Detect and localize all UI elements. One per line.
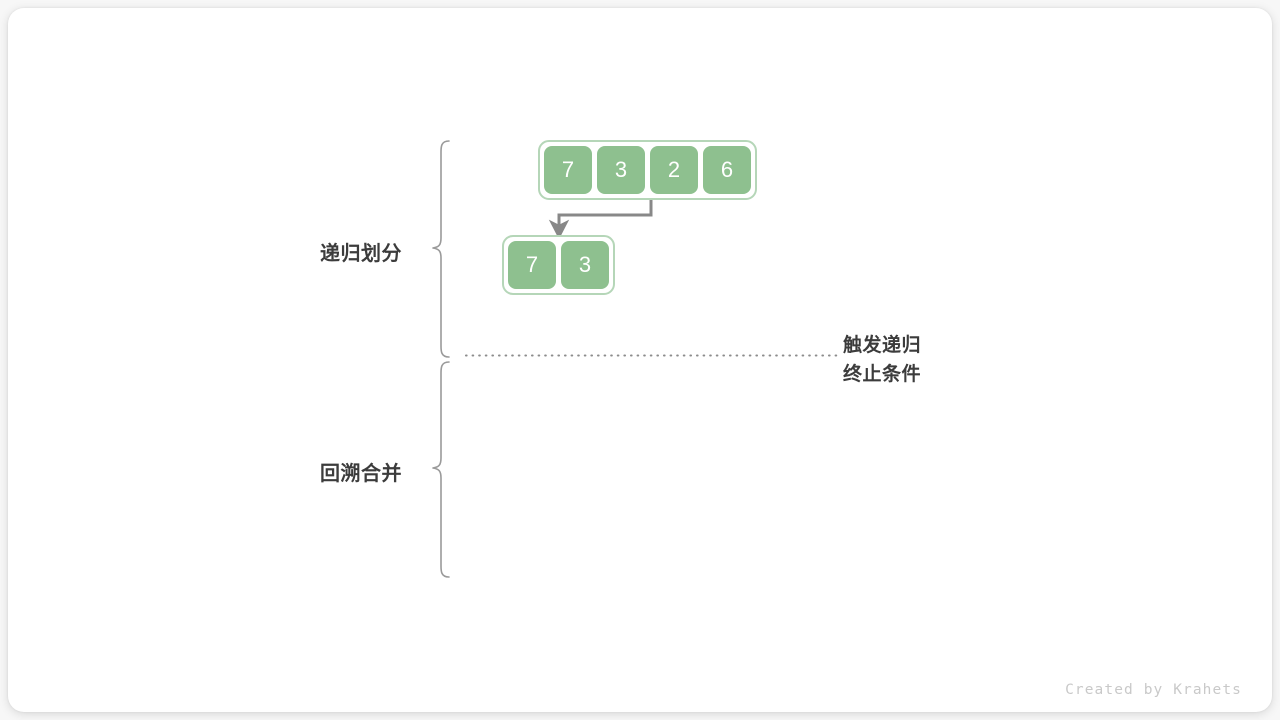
brace-backtrack-merge <box>432 361 450 578</box>
array-cell[interactable]: 3 <box>597 146 645 194</box>
array-cell[interactable]: 6 <box>703 146 751 194</box>
array-cell[interactable]: 7 <box>508 241 556 289</box>
array-cell[interactable]: 7 <box>544 146 592 194</box>
recursion-terminate-note: 触发递归 终止条件 <box>843 331 921 390</box>
credit-text: Created by Krahets <box>1065 682 1242 698</box>
brace-recursive-partition <box>432 140 450 358</box>
partition-arrow <box>548 197 653 240</box>
array-level-0: 7 3 2 6 <box>538 140 757 200</box>
phase-label-recursive-partition: 递归划分 <box>320 243 402 265</box>
page-card <box>8 8 1272 712</box>
array-cell[interactable]: 2 <box>650 146 698 194</box>
array-level-1-left: 7 3 <box>502 235 615 295</box>
recursion-terminate-note-line2: 终止条件 <box>843 364 922 386</box>
array-cell[interactable]: 3 <box>561 241 609 289</box>
phase-label-backtrack-merge: 回溯合并 <box>320 463 402 485</box>
recursion-terminate-note-line1: 触发递归 <box>843 335 922 356</box>
